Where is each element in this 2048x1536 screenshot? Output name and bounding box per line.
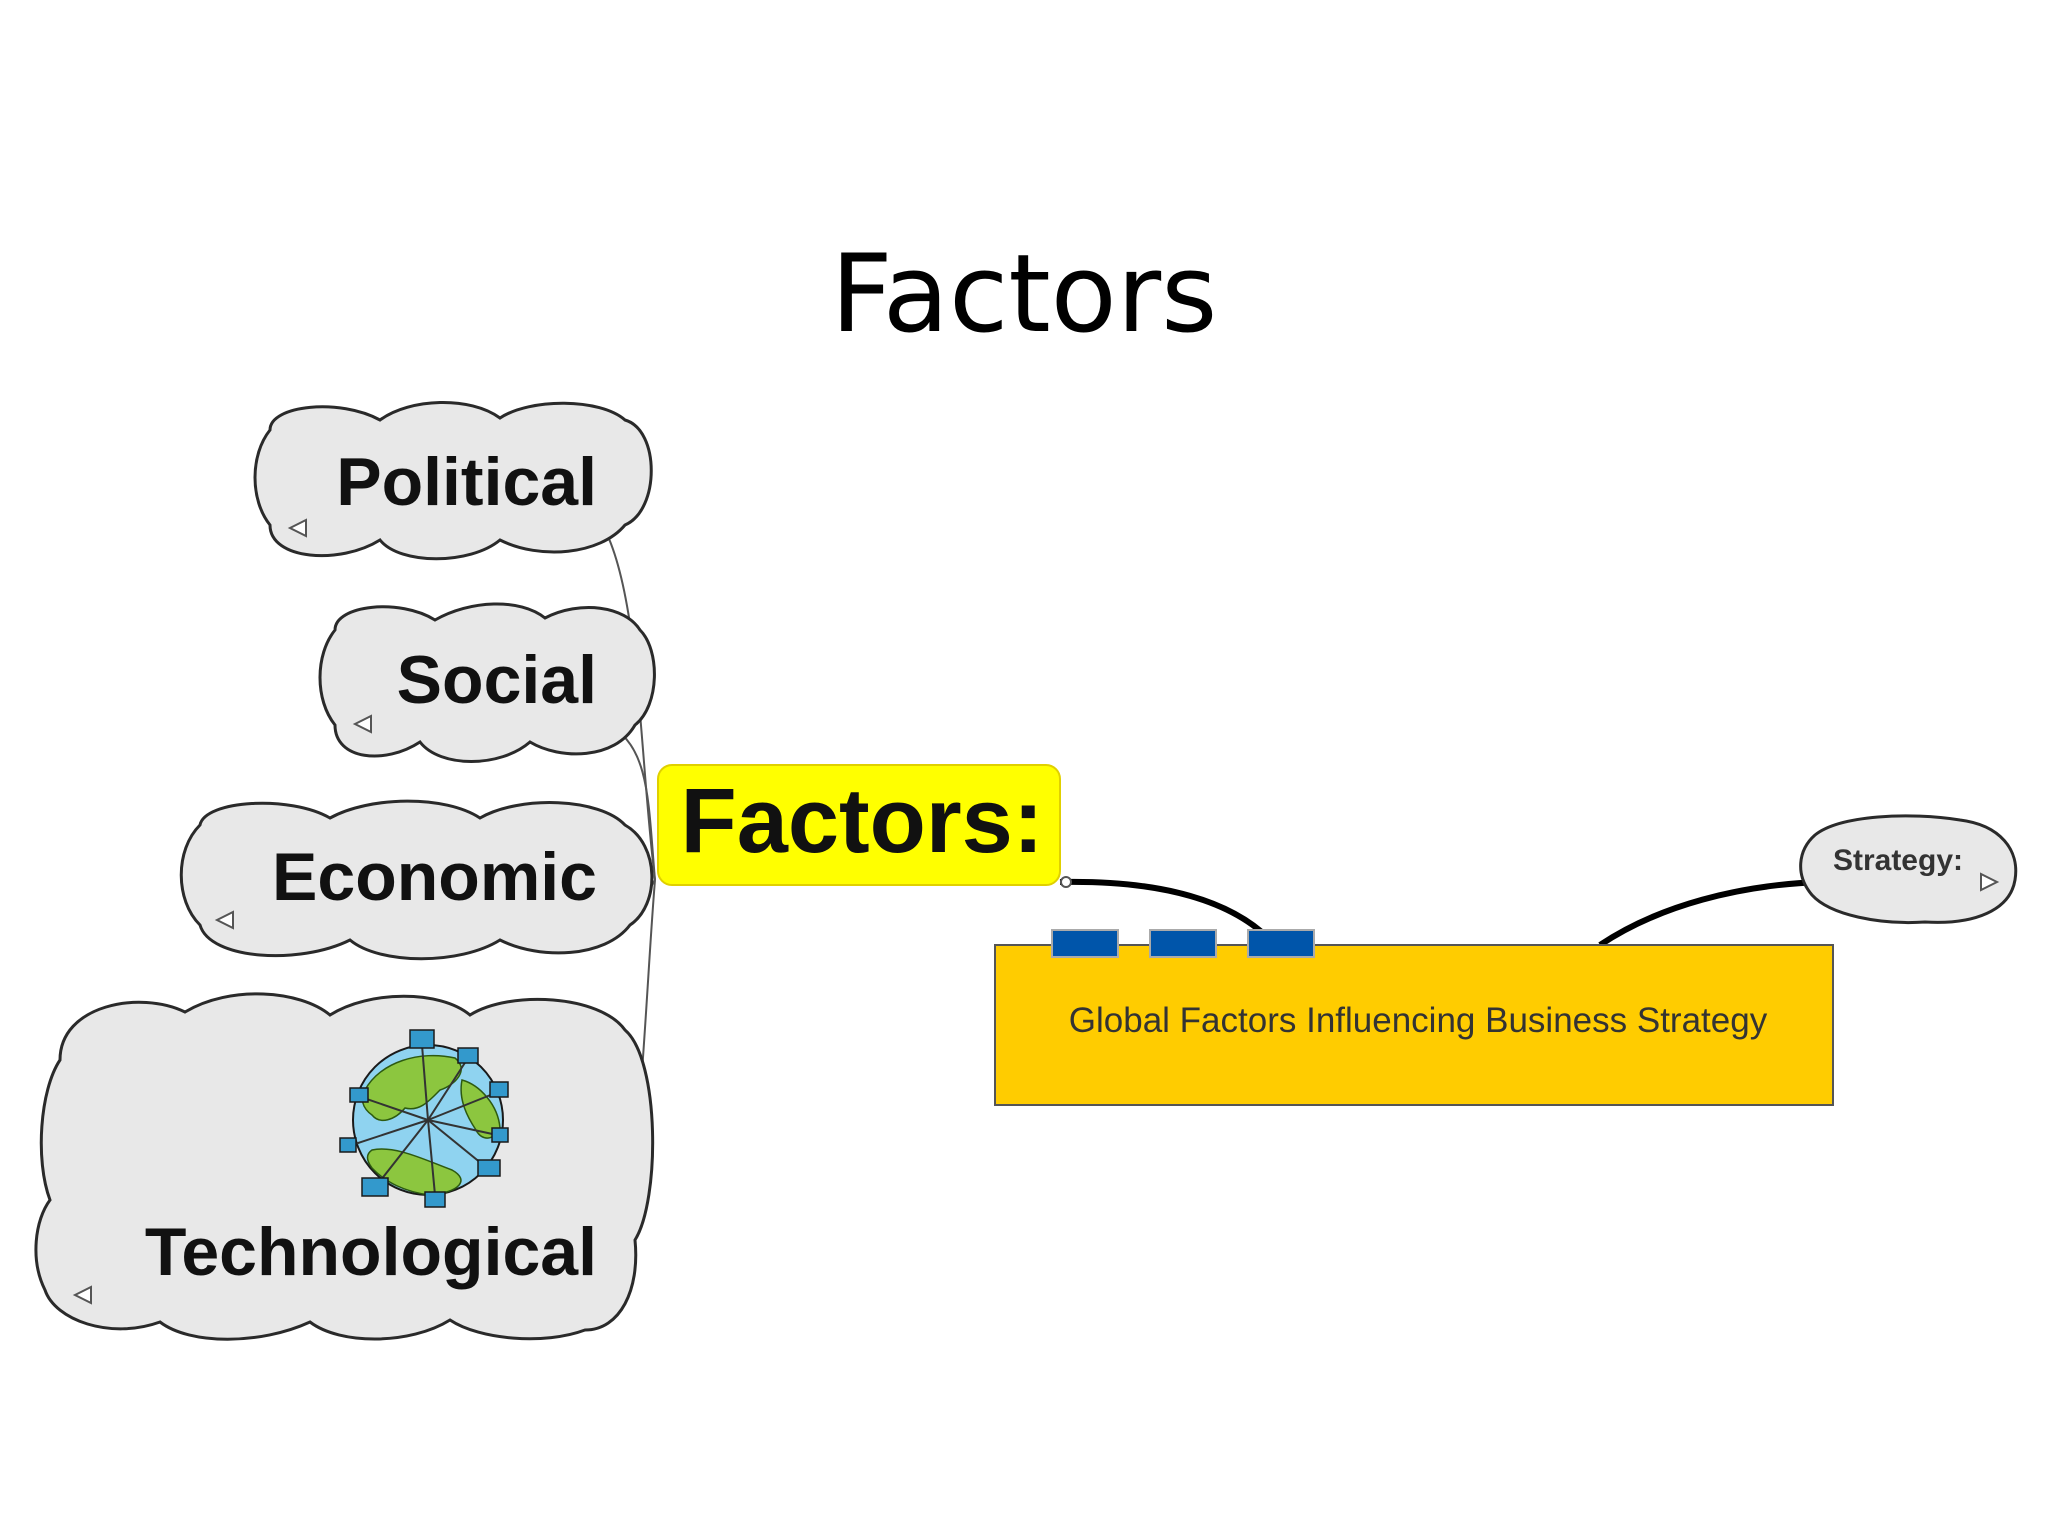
computer-icon [491,1127,509,1143]
factor-label-social: Social [397,642,597,718]
connector-strategy-to-box [1598,879,1821,948]
strategy-node-shape [1799,814,2018,924]
arrowhead-social [352,714,372,734]
main-box-tab [1051,929,1119,958]
network-computers [339,1029,509,1208]
main-box-tab [1149,929,1217,958]
cloud-social[interactable]: Social [318,602,656,763]
factor-label-political: Political [336,444,597,520]
central-topic[interactable]: Factors: [657,764,1061,886]
computer-icon [424,1191,446,1208]
main-box-tab [1247,929,1315,958]
globe-land-east [460,1079,501,1139]
computer-icon [477,1159,501,1177]
cloud-economic-shape [179,799,654,961]
strategy-node-label: Strategy: [1833,844,1963,877]
computer-icon [339,1137,357,1153]
main-box-body [994,944,1834,1106]
globe-network-icon [339,1029,509,1208]
slide-title: Factors [830,232,1218,357]
computer-icon [409,1029,435,1049]
factor-label-technological: Technological [145,1214,597,1290]
arrowhead-technological [72,1285,92,1305]
arrowhead-economic [214,910,234,930]
cloud-social-shape [318,602,656,763]
arrowhead-strategy [1980,872,2000,892]
cloud-political[interactable]: Political [253,401,653,561]
cloud-economic[interactable]: Economic [179,799,654,961]
cloud-technological[interactable]: Technological [34,992,655,1341]
computer-icon [457,1047,479,1064]
factor-label-economic: Economic [272,839,597,915]
arrowhead-political [287,518,307,538]
connector-node-dot [1060,876,1072,888]
central-topic-label: Factors: [681,770,1044,872]
network-links [351,1044,499,1196]
computer-icon [349,1087,369,1103]
central-topic-box [657,764,1061,886]
strategy-node[interactable]: Strategy: [1799,814,2018,924]
computer-icon [361,1177,389,1197]
computer-icon [489,1081,509,1098]
globe-land-north [361,1054,462,1122]
cloud-political-shape [253,401,653,561]
cloud-technological-shape [34,992,655,1341]
main-box[interactable]: Global Factors Influencing Business Stra… [994,929,1834,1106]
main-box-label: Global Factors Influencing Business Stra… [1069,1001,1768,1040]
